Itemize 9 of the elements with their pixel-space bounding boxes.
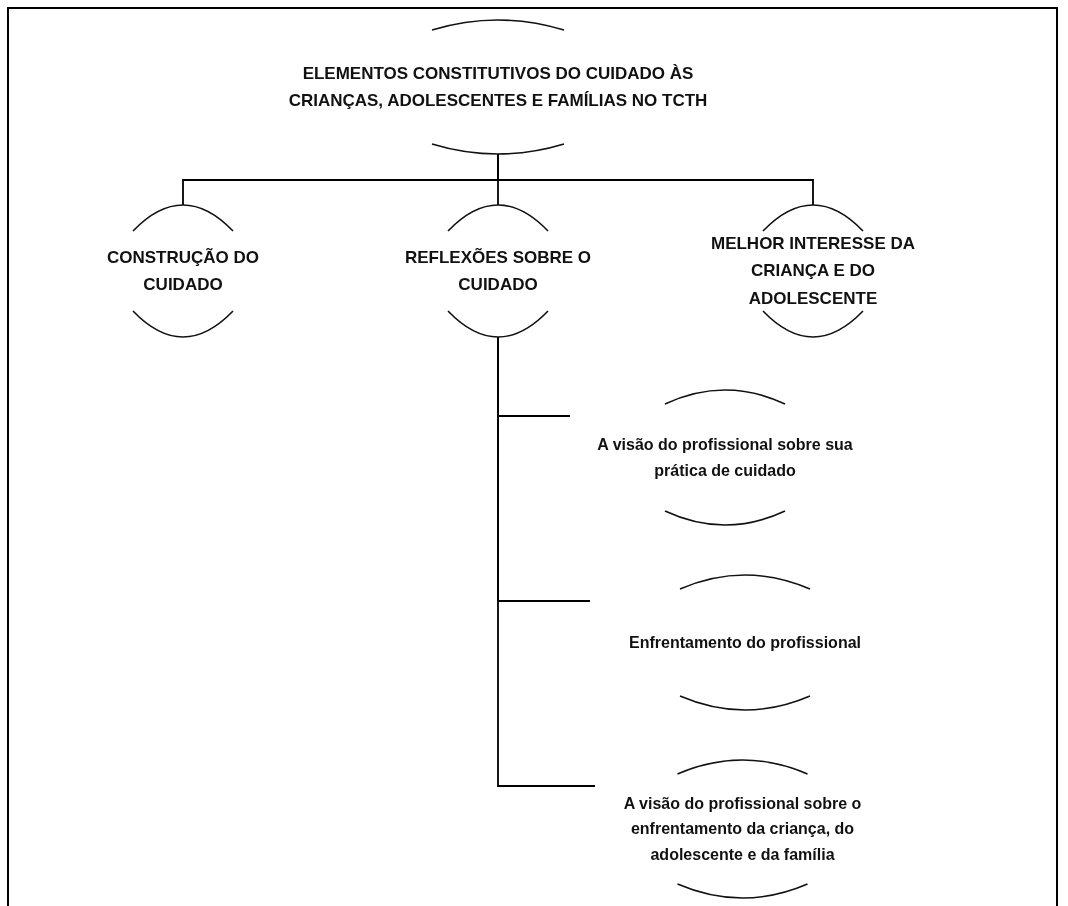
node-label: MELHOR INTERESSE DA CRIANÇA E DO ADOLESCENTE xyxy=(710,233,916,310)
node-label: REFLEXÕES SOBRE O CUIDADO xyxy=(403,246,593,296)
node-label: CONSTRUÇÃO DO CUIDADO xyxy=(105,246,261,296)
node-label: ELEMENTOS CONSTITUTIVOS DO CUIDADO ÀS CRIANÇAS, ADOLESCENTES E FAMÍLIAS NO TCTH xyxy=(287,62,709,112)
connector-line xyxy=(497,153,814,206)
connector-line xyxy=(497,336,596,787)
node-label: A visão do profissional sobre sua prática de cuidado xyxy=(596,434,854,481)
node-label: Enfrentamento do profissional xyxy=(629,632,861,653)
node-label: A visão do profissional sobre o enfrentamento da criança, do adolescente e da família xyxy=(622,793,863,865)
